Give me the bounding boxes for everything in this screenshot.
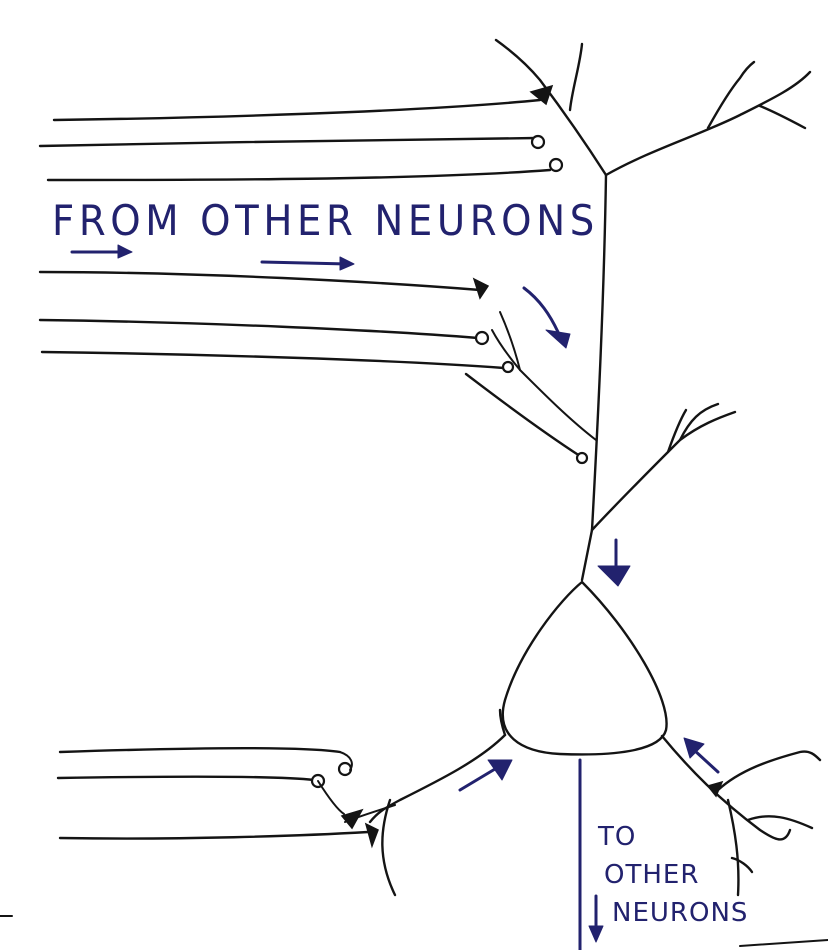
- basal-synapse-right: [706, 780, 724, 798]
- soma-arrow-left: [458, 764, 502, 792]
- axon-1: [52, 98, 542, 122]
- input-axons-top: [38, 84, 589, 465]
- label-from-other-neurons: FROM OTHER NEURONS: [52, 196, 599, 245]
- input-axons-bottom: [56, 747, 379, 849]
- basal-dendrites: [344, 708, 822, 897]
- synapse-terminal-1: [529, 84, 554, 106]
- basal-twig-right-2: [746, 815, 814, 830]
- soma-arrow-top-head: [597, 565, 631, 587]
- oblique-dendrite-left: [491, 329, 597, 441]
- axon-b2: [56, 775, 316, 782]
- axon-5: [38, 318, 480, 340]
- oblique-twig-2: [666, 408, 688, 454]
- axon-7: [464, 372, 582, 458]
- tuft-branch-middle: [568, 42, 584, 112]
- apical-trunk: [580, 173, 608, 582]
- underline-arrow-1-head: [117, 244, 133, 259]
- soma: [501, 580, 668, 756]
- basal-dendrite-right: [660, 734, 792, 841]
- soma-arrow-right: [692, 748, 720, 774]
- dendrite-arrow-head: [545, 329, 571, 349]
- synapse-bouton-b1: [337, 761, 353, 777]
- label-to: TO: [598, 822, 637, 852]
- label-other: OTHER: [604, 860, 700, 890]
- basal-twig-right-1: [716, 750, 822, 792]
- basal-dendrite-left: [368, 733, 507, 824]
- axon-b3: [58, 830, 370, 840]
- axon-6: [40, 350, 506, 370]
- basal-stub: [498, 708, 507, 737]
- axon-2: [38, 136, 538, 148]
- axon-3: [46, 168, 552, 182]
- synapse-bouton-5: [474, 330, 490, 346]
- synapse-bouton-6: [501, 360, 515, 374]
- apical-dendrite: [491, 38, 812, 582]
- oblique-twig-1: [678, 402, 720, 442]
- oblique-dendrite-right: [590, 410, 737, 532]
- tuft-branch-right: [604, 70, 812, 177]
- annotation-arrows: [70, 244, 720, 943]
- axon-4: [38, 270, 482, 292]
- synapse-bouton-7: [575, 451, 589, 465]
- axon-b1: [58, 747, 342, 754]
- synapse-terminal-4: [472, 277, 490, 300]
- output-arrow-head: [588, 925, 604, 943]
- underline-arrow-2: [260, 260, 350, 266]
- synapse-terminal-b3: [364, 822, 379, 849]
- tuft-twig-1: [706, 60, 756, 130]
- oblique-twig-3: [499, 311, 521, 371]
- axon-b1-tail: [339, 751, 353, 771]
- dendrite-arrow: [522, 286, 560, 334]
- basal-twig-left-1: [381, 798, 397, 897]
- synapse-bouton-2: [530, 134, 546, 150]
- basal-twig-right-4: [730, 856, 754, 874]
- basal-twig-right-3: [726, 798, 740, 897]
- synapse-terminal-b2: [340, 808, 364, 830]
- label-neurons: NEURONS: [612, 898, 749, 928]
- tuft-branch-left: [494, 38, 608, 177]
- underline-arrow-2-head: [339, 256, 355, 271]
- synapse-bouton-3: [548, 157, 564, 173]
- soma-arrow-left-head: [487, 759, 513, 781]
- axon-b2-tail: [317, 780, 345, 815]
- soma-arrow-right-head: [683, 737, 705, 759]
- margin-tick-right: [739, 939, 828, 947]
- tuft-twig-2: [758, 104, 807, 130]
